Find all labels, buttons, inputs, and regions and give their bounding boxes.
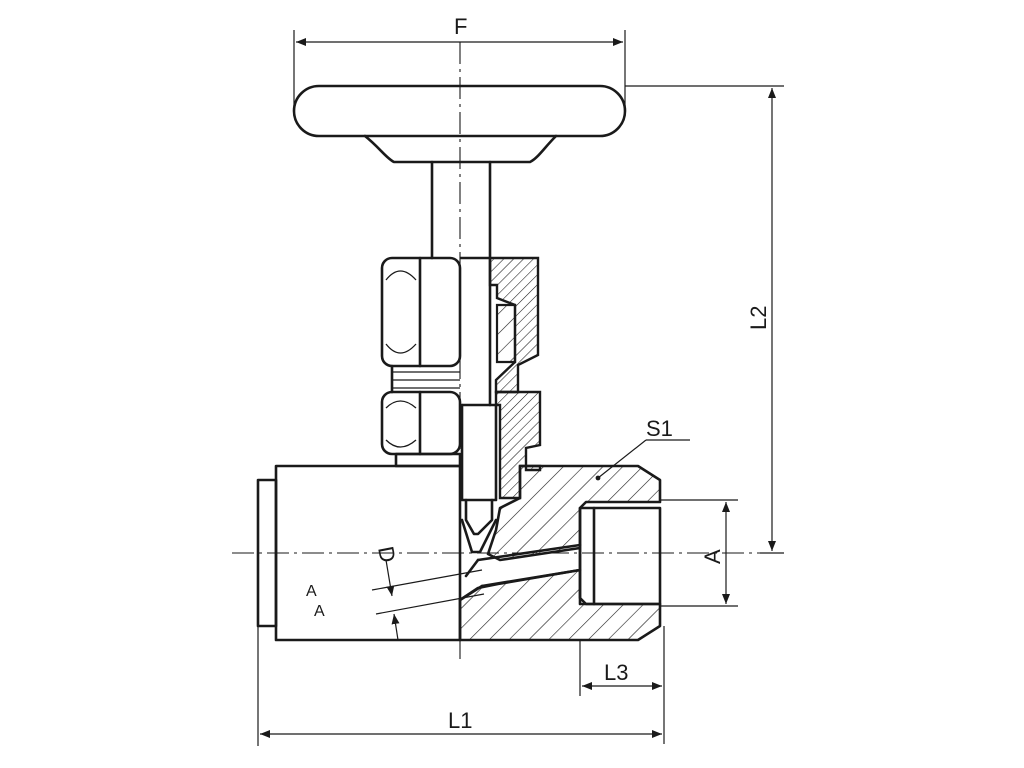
- dimension-label-L3: L3: [604, 660, 628, 685]
- dimension-A: A: [660, 499, 738, 607]
- dimension-label-A: A: [700, 549, 725, 564]
- section-label-A-lower: A: [314, 603, 325, 620]
- callout-S1: S1: [595, 416, 690, 481]
- dimension-L3: L3: [579, 626, 665, 744]
- upper-hex-nut: [380, 256, 462, 368]
- dimension-label-D: D: [373, 544, 401, 564]
- handwheel: [292, 84, 627, 164]
- dimension-label-L1: L1: [448, 708, 472, 733]
- dimension-label-L2: L2: [746, 306, 771, 330]
- callout-label-S1: S1: [646, 416, 673, 441]
- section-label-A-upper: A: [306, 583, 317, 600]
- valve-body: [256, 464, 662, 642]
- dimension-L2: L2: [625, 85, 784, 554]
- threaded-neck: [390, 364, 460, 394]
- upper-nut-section: [460, 256, 540, 394]
- lower-hex-nut: [380, 390, 462, 468]
- dimension-label-F: F: [454, 14, 467, 39]
- valve-stem: [430, 160, 498, 407]
- dimension-L1: L1: [257, 626, 662, 746]
- dimension-F: F: [293, 14, 626, 110]
- dimension-D: D: [371, 544, 485, 641]
- section-mark-AA: A A: [306, 583, 325, 620]
- bonnet-section: [460, 390, 542, 536]
